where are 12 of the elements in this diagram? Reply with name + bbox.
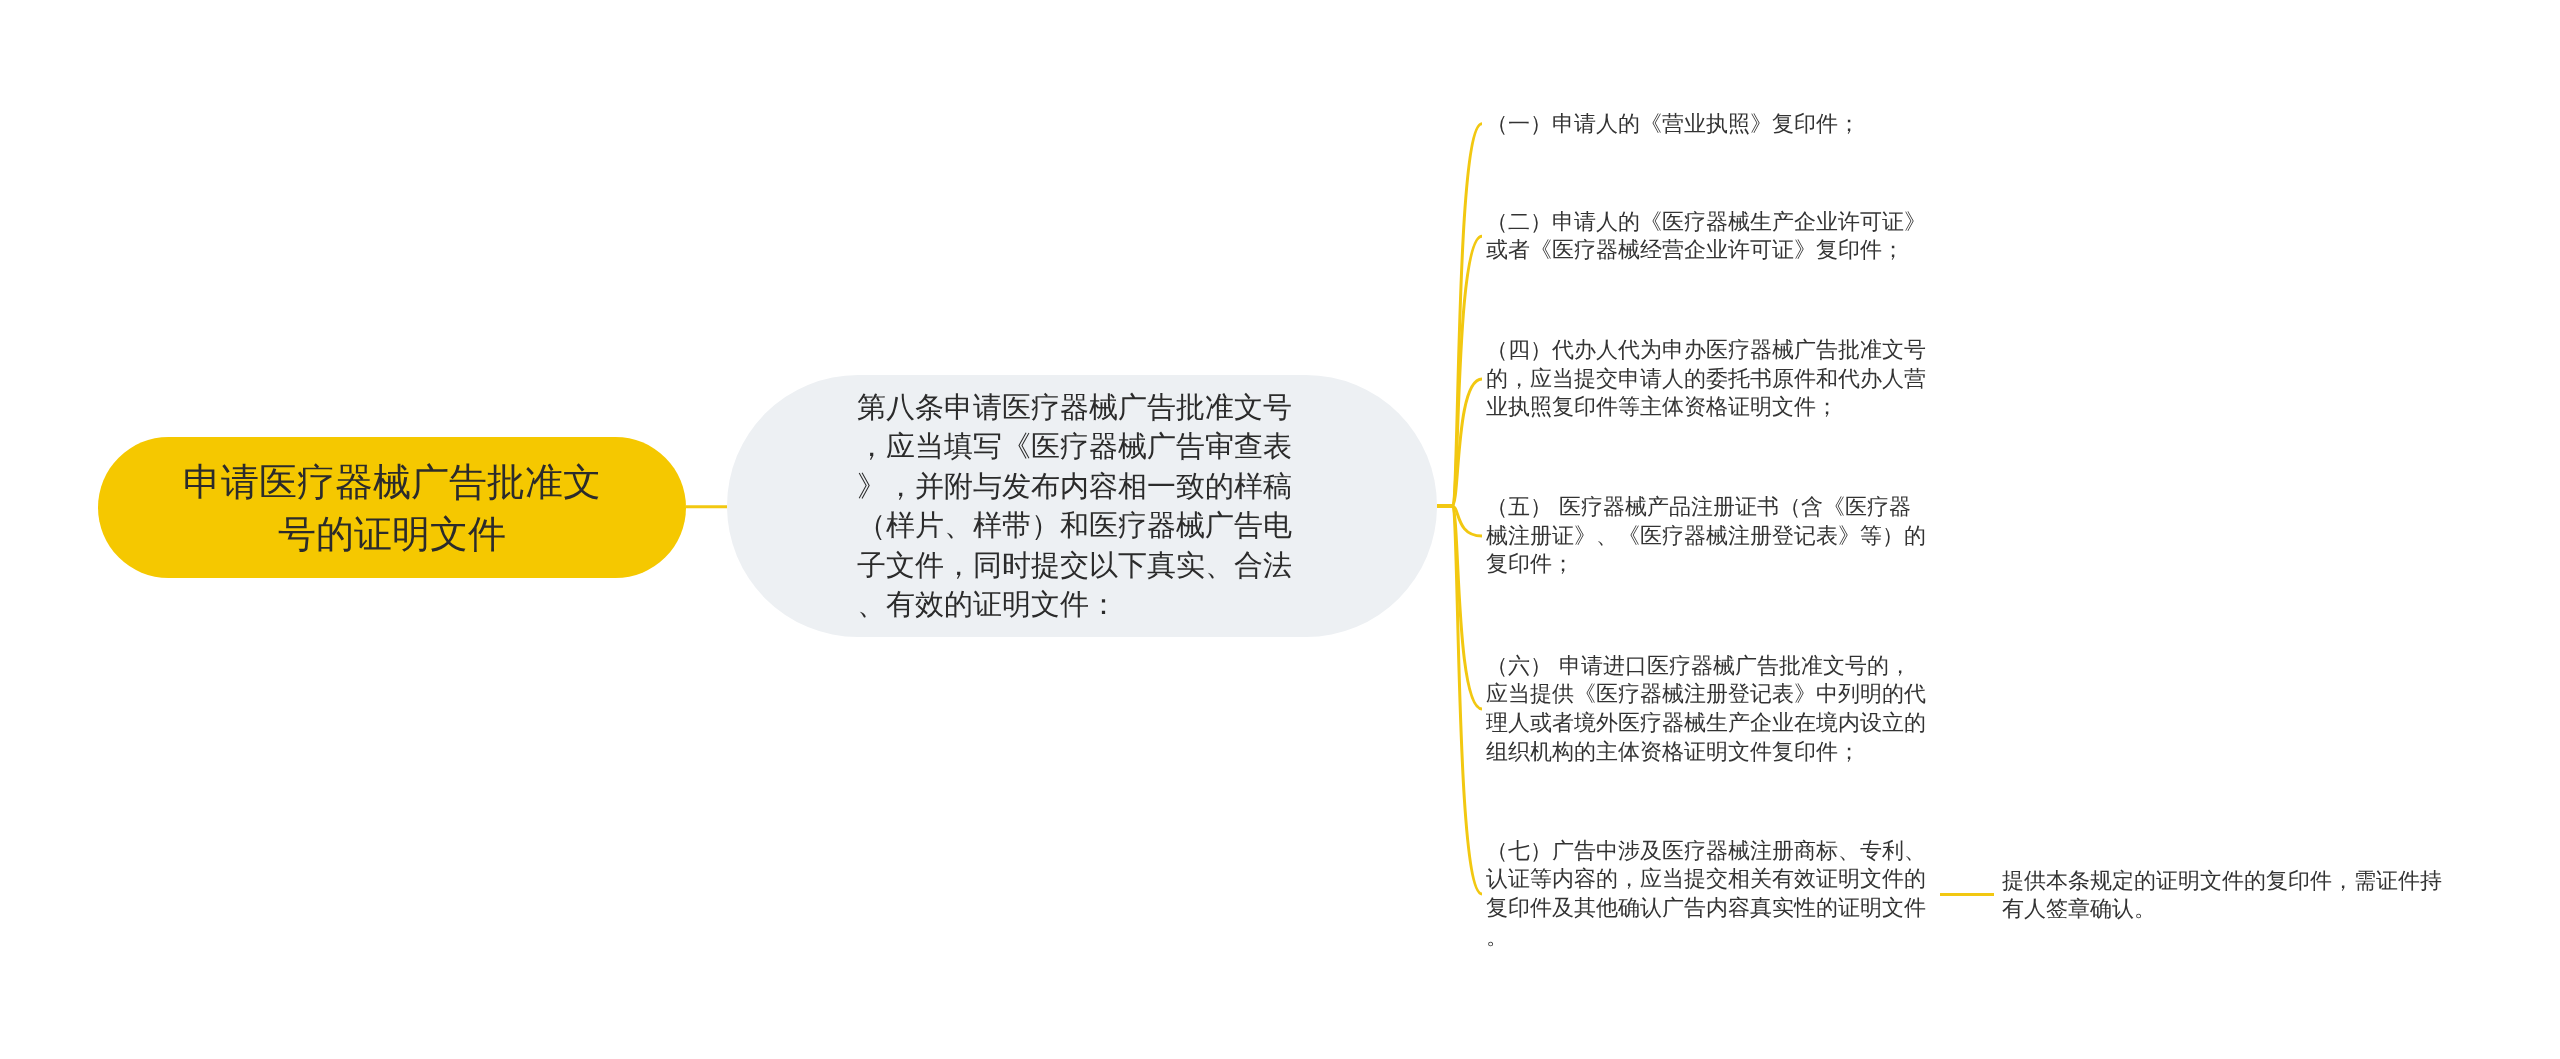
topic-text: （二）申请人的《医疗器械生产企业许可证》或者《医疗器械经营企业许可证》复印件；	[1482, 207, 1940, 265]
connector-line	[686, 505, 727, 509]
connector-line	[1437, 504, 1484, 895]
topic-text: （四）代办人代为申办医疗器械广告批准文号的，应当提交申请人的委托书原件和代办人营业执照复印件等主体资格证明文件；	[1482, 336, 1940, 423]
topic-bubble: 第八条申请医疗器械广告批准文号，应当填写《医疗器械广告审查表》，并附与发布内容相一致的样稿（样片、样带）和医疗器械广告电子文件，同时提交以下真实、合法、有效的证明文件：	[727, 375, 1437, 637]
root-topic-pill: 申请医疗器械广告批准文号的证明文件	[98, 437, 686, 578]
topic-text: 提供本条规定的证明文件的复印件，需证件持有人签章确认。	[1994, 866, 2450, 924]
topic-text: （五） 医疗器械产品注册证书（含《医疗器械注册证》、《医疗器械注册登记表》等）的复印件；	[1482, 493, 1940, 580]
topic-text: （六） 申请进口医疗器械广告批准文号的，应当提供《医疗器械注册登记表》中列明的代理人或者境外医疗器械生产企业在境内设立的组织机构的主体资格证明文件复印件；	[1482, 651, 1940, 767]
topic-text: （一）申请人的《营业执照》复印件；	[1482, 109, 1940, 139]
topic-text: （七）广告中涉及医疗器械注册商标、专利、认证等内容的，应当提交相关有效证明文件的复印件及其他确认广告内容真实性的证明文件。	[1482, 836, 1940, 952]
connector-line	[1940, 893, 1994, 897]
